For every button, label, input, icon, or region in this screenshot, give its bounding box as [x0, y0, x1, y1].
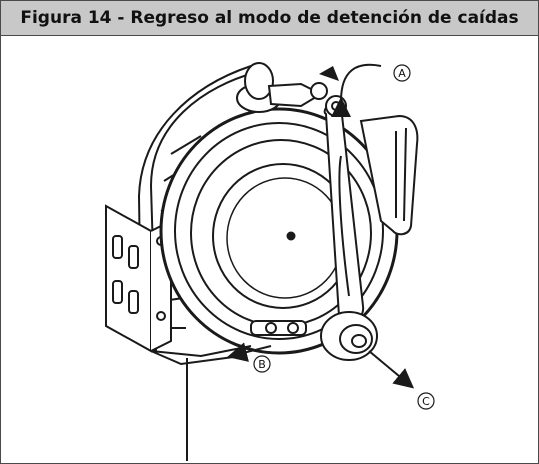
arrow-b — [227, 342, 272, 362]
side-handle — [359, 114, 419, 236]
device-illustration: A B C — [105, 62, 435, 461]
crank-hub — [320, 311, 378, 361]
callout-a-label: A — [398, 67, 406, 80]
callout-b-label: B — [258, 358, 266, 371]
callout-b: B — [253, 355, 271, 373]
arrow-a — [330, 63, 382, 118]
callout-c-label: C — [422, 395, 430, 408]
figure-title: Figura 14 - Regreso al modo de detención… — [20, 8, 519, 28]
callout-a: A — [393, 64, 411, 82]
arrow-a-head — [319, 66, 339, 81]
callout-c: C — [417, 392, 435, 410]
arrow-c — [368, 350, 415, 389]
mounting-bracket — [105, 204, 172, 353]
figure-title-bar: Figura 14 - Regreso al modo de detención… — [1, 1, 538, 36]
latch-mechanism — [250, 320, 307, 336]
top-swivel — [236, 62, 328, 113]
